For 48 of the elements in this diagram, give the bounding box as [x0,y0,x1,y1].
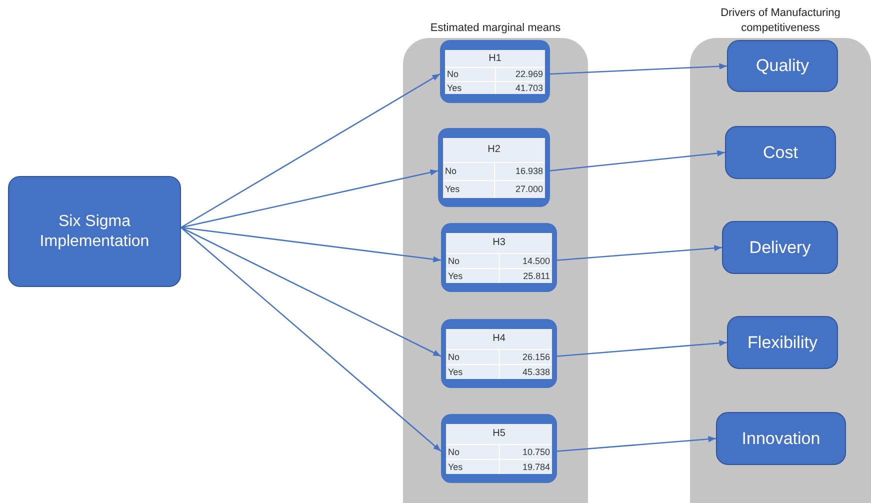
arrow [556,245,722,261]
label-cell: No [443,162,494,180]
label-cell: No [446,444,499,459]
means-table [441,414,557,483]
process-box: Cost [725,126,836,179]
means-table [441,319,557,388]
process-box: Innovation [716,412,846,465]
label-cell: Yes [446,268,499,283]
means-table [438,128,550,207]
arrow [556,436,716,452]
arrow [180,226,442,357]
process-box: Delivery [722,221,838,274]
arrow [180,226,442,262]
label-cell: Yes [443,180,494,198]
label-cell: Yes [446,364,499,379]
arrow [180,73,440,228]
label-cell: No [446,348,499,364]
process-box: Quality [727,40,838,92]
table-title: H2 [486,143,502,158]
means-table [440,40,550,103]
table-title: H1 [488,52,502,66]
value-cell: 22.969 [495,67,545,81]
arrow [556,340,728,357]
table-title: H4 [492,332,506,346]
label-cell: Yes [445,80,495,94]
value-cell: 10.750 [499,444,552,459]
value-cell: 41.703 [495,80,545,94]
value-cell: 27.000 [494,180,545,198]
arrow [180,227,442,452]
value-cell: 25.811 [499,268,552,283]
arrow [180,169,438,228]
process-box: Flexibility [727,316,838,369]
table-title: H5 [492,427,506,442]
label-cell: Yes [446,458,499,474]
value-cell: 19.784 [499,458,552,474]
means-table [441,223,557,292]
panel-heading: Drivers of Manufacturing competitiveness [720,6,842,36]
label-cell: No [445,67,495,81]
value-cell: 26.156 [499,348,552,364]
value-cell: 45.338 [499,364,552,379]
value-cell: 16.938 [494,162,545,180]
process-box: Six Sigma Implementation [8,176,181,287]
table-title: H3 [492,236,506,250]
value-cell: 14.500 [499,252,552,268]
arrow [550,63,728,75]
arrow [550,150,726,172]
panel-heading: Estimated marginal means [429,21,562,36]
label-cell: No [446,252,499,268]
